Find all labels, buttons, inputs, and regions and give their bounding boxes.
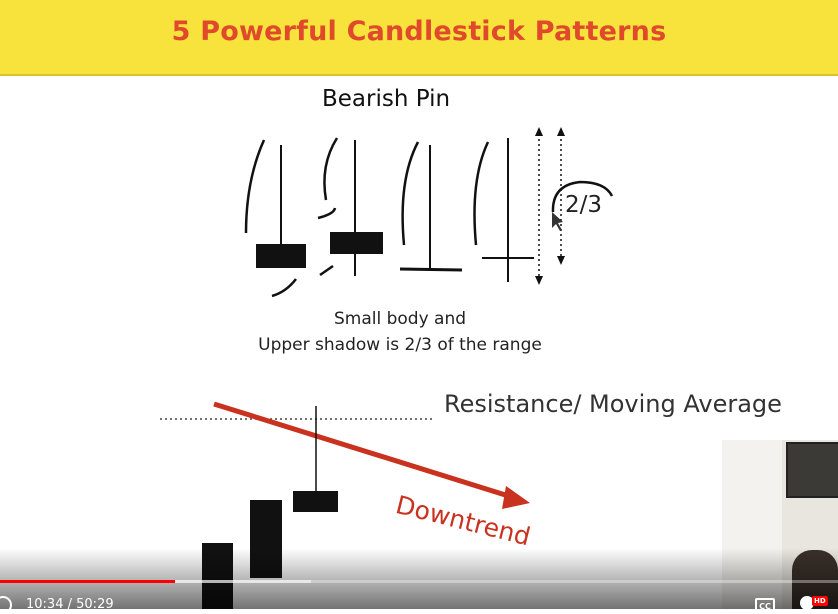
captions-button[interactable]: CC (755, 598, 775, 611)
pattern-2-hand-stroke (317, 207, 337, 220)
wall-frame (786, 442, 838, 498)
slide-caption: Small body and Upper shadow is 2/3 of th… (230, 306, 570, 358)
player-controls-overlay (0, 548, 838, 609)
hd-badge: HD (812, 596, 828, 606)
pattern-2-hand-bracket (323, 137, 339, 201)
slide-title: Bearish Pin (322, 86, 451, 112)
progress-bar[interactable] (0, 580, 838, 583)
resistance-label: Resistance/ Moving Average (444, 390, 782, 418)
caption-line-1: Small body and (333, 309, 467, 329)
pattern-2-body (330, 232, 383, 254)
cursor-pointer-icon (552, 212, 563, 231)
play-pause-icon[interactable] (0, 596, 12, 614)
current-time: 10:34 (26, 597, 64, 612)
range-arrow-up-1 (535, 127, 543, 136)
progress-played (0, 580, 176, 583)
pattern-4-hand-bracket (473, 141, 490, 246)
settings-gear-icon[interactable] (800, 596, 814, 610)
time-display: 10:34 / 50:29 (26, 597, 114, 612)
ratio-arc (551, 180, 614, 213)
trend-arrow-head (502, 486, 530, 509)
pattern-3-hand-bracket (401, 141, 420, 246)
lower-pin-body (293, 491, 338, 512)
caption-line-2: Upper shadow is 2/3 of the range (258, 335, 542, 355)
pattern-1-stroke (271, 278, 297, 298)
pattern-1-body (256, 244, 306, 268)
pattern-1-hand-bracket (244, 139, 266, 234)
range-arrow-down-2 (557, 256, 565, 265)
pattern-3-base (399, 267, 463, 272)
pattern-2-tail (319, 264, 334, 277)
range-arrow-down-1 (535, 276, 543, 285)
time-separator: / (67, 597, 72, 612)
trend-arrow-shaft (213, 401, 516, 501)
duration: 50:29 (76, 597, 114, 612)
range-arrow-up-2 (557, 127, 565, 136)
ratio-label: 2/3 (565, 192, 603, 218)
banner-title: 5 Powerful Candlestick Patterns (171, 15, 667, 47)
title-banner: 5 Powerful Candlestick Patterns (0, 0, 838, 76)
